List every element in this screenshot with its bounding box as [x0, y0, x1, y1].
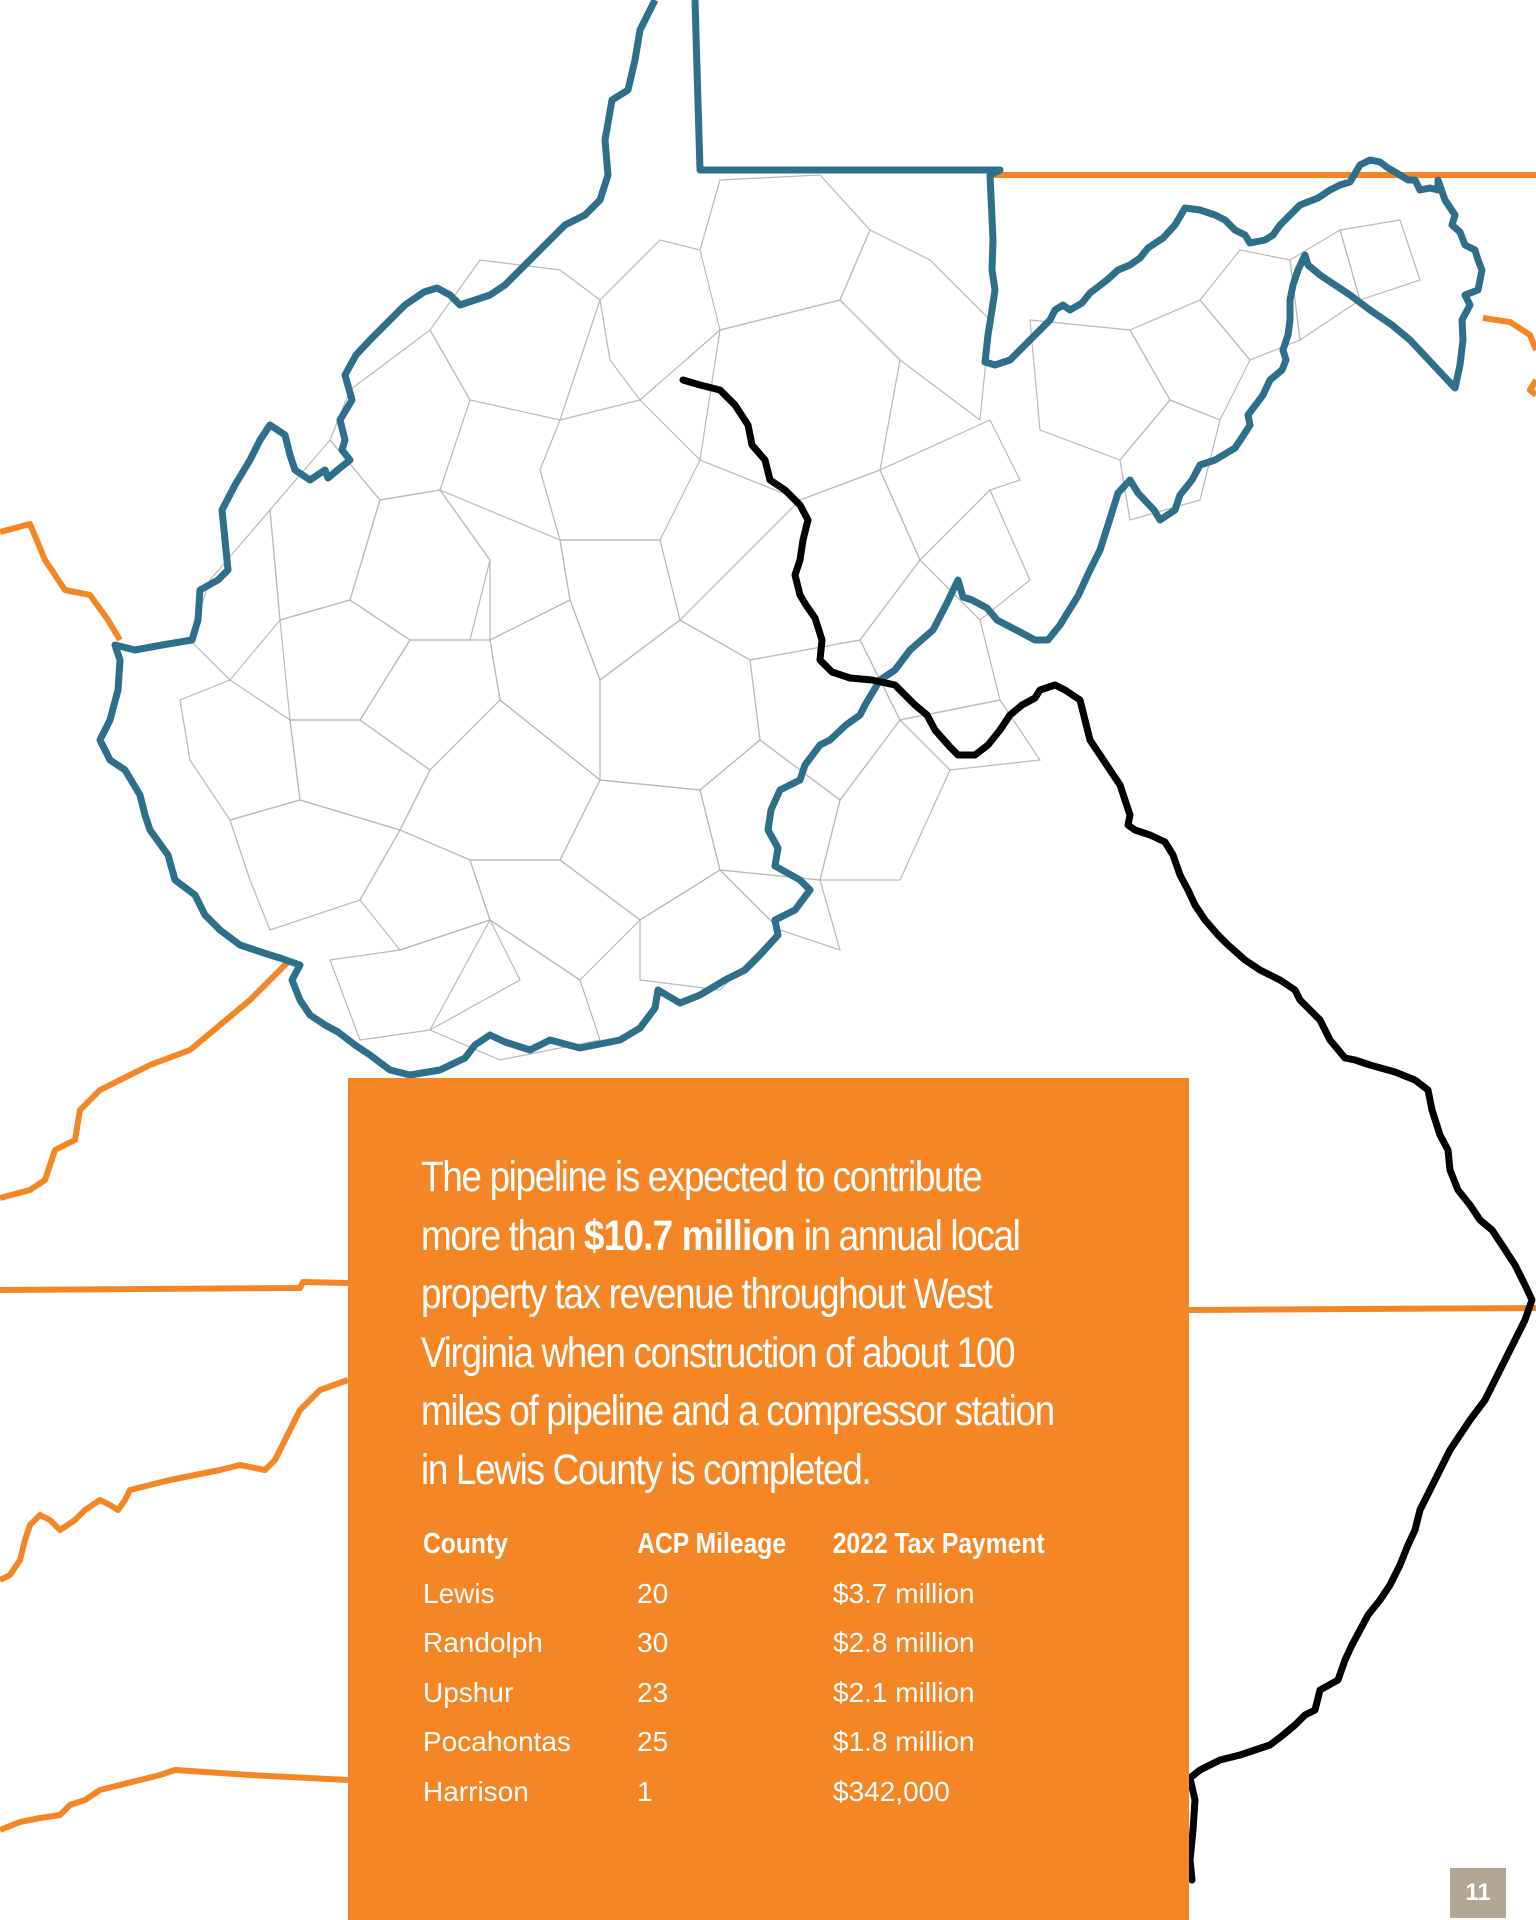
- neighbor-state-borders: [0, 172, 1536, 1833]
- callout-text-before: The pipeline is expected to contribute m…: [421, 1153, 983, 1260]
- cell-county: Randolph: [423, 1627, 543, 1658]
- cell-mileage: 1: [637, 1775, 653, 1807]
- cell-county: Harrison: [423, 1775, 529, 1807]
- table-header-row: County ACP Mileage 2022 Tax Payment: [423, 1528, 1120, 1578]
- county-lines: [179, 174, 1421, 1061]
- table-row: Lewis 20 $3.7 million: [423, 1578, 1123, 1628]
- header-county: County: [423, 1528, 508, 1560]
- callout-text: The pipeline is expected to contribute m…: [421, 1148, 1057, 1499]
- cell-tax: $2.1 million: [833, 1676, 975, 1708]
- west-virginia-border: [96, 0, 1486, 1079]
- callout-panel: The pipeline is expected to contribute m…: [348, 1078, 1189, 1920]
- cell-tax: $2.8 million: [833, 1627, 975, 1658]
- cell-tax: $342,000: [833, 1775, 950, 1807]
- callout-highlight-amount: $10.7 million: [584, 1211, 796, 1260]
- table-row: Pocahontas 25 $1.8 million: [423, 1726, 1123, 1776]
- cell-tax: $3.7 million: [833, 1577, 975, 1609]
- cell-county: Pocahontas: [423, 1726, 571, 1757]
- pipeline-route: [679, 376, 1536, 1884]
- table-row: Randolph 30 $2.8 million: [423, 1627, 1123, 1677]
- cell-mileage: 20: [637, 1577, 669, 1609]
- header-tax-payment: 2022 Tax Payment: [832, 1528, 1045, 1560]
- cell-mileage: 23: [637, 1676, 669, 1708]
- callout-text-after: in annual local property tax revenue thr…: [421, 1211, 1055, 1494]
- page-number-badge: 11: [1450, 1868, 1506, 1918]
- table-row: Harrison 1 $342,000: [423, 1776, 1123, 1826]
- table-row: Upshur 23 $2.1 million: [423, 1677, 1123, 1727]
- cell-county: Lewis: [423, 1577, 495, 1609]
- header-acp-mileage: ACP Mileage: [637, 1528, 787, 1560]
- cell-mileage: 30: [637, 1627, 669, 1658]
- county-tax-table: County ACP Mileage 2022 Tax Payment Lewi…: [423, 1528, 1123, 1825]
- cell-county: Upshur: [423, 1676, 514, 1708]
- cell-mileage: 25: [637, 1726, 669, 1757]
- cell-tax: $1.8 million: [833, 1726, 975, 1757]
